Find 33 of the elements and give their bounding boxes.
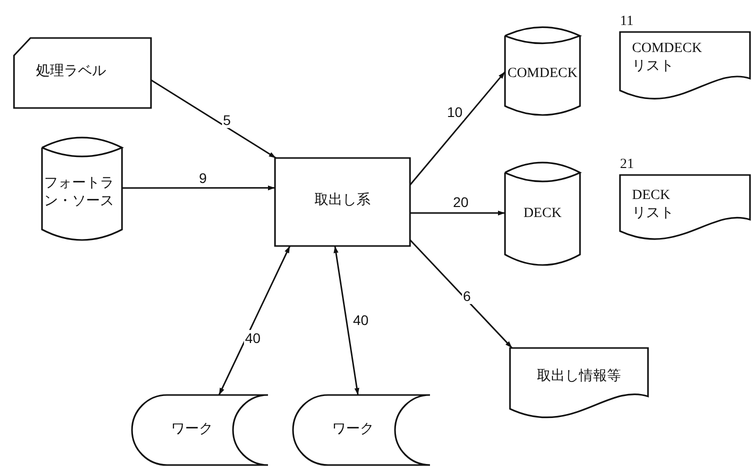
node-label: ワーク [170, 421, 214, 439]
arrow [410, 210, 505, 216]
arrow [218, 246, 291, 396]
punched-card [14, 38, 151, 108]
callout-number: 21 [620, 157, 634, 173]
edge-label: 40 [352, 312, 370, 328]
edge-label: 10 [446, 104, 464, 120]
node-label: 取出し情報等 [536, 368, 622, 386]
edge-label: 6 [462, 288, 472, 304]
node-label: COMDECK リスト [632, 40, 704, 76]
node-label: DECK リスト [632, 187, 675, 223]
arrow [150, 79, 276, 159]
node-label: フォートラン・ソース [44, 175, 115, 211]
edge-label: 9 [198, 170, 208, 186]
arrow [409, 239, 513, 349]
storage-cylinder [42, 135, 122, 240]
edge-label: 40 [244, 330, 262, 346]
node-label: ワーク [331, 421, 375, 439]
callout-number: 11 [620, 14, 634, 30]
storage-cylinder [505, 25, 580, 115]
storage-shape [132, 395, 268, 465]
process-box [275, 158, 410, 246]
node-label: DECK [522, 205, 563, 223]
edge-label: 5 [222, 112, 232, 128]
node-label: 処理ラベル [36, 63, 107, 81]
arrow [122, 185, 275, 190]
edge-label: 20 [452, 194, 470, 210]
arrow [409, 71, 506, 186]
storage-cylinder [505, 160, 580, 265]
arrow [334, 246, 360, 396]
storage-shape [293, 395, 430, 465]
node-label: 取出し系 [314, 192, 372, 210]
node-label: COMDECK [506, 65, 578, 83]
